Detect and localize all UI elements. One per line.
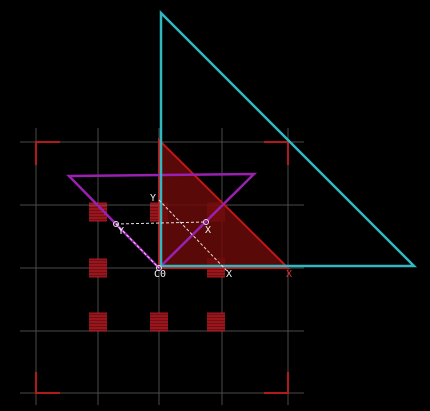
hatch-block <box>89 258 107 278</box>
y-axis-label-left: Y <box>118 226 124 237</box>
guide-horizontal <box>115 221 207 225</box>
y-axis-label: Y <box>150 193 156 204</box>
corner-bracket-top-right <box>264 141 289 165</box>
corner-brackets <box>35 141 289 394</box>
corner-bracket-top-left <box>35 141 60 165</box>
hatch-block <box>89 202 107 222</box>
origin-label: C0 <box>154 269 166 280</box>
guide-left-diagonal <box>115 223 160 269</box>
hatch-block <box>89 312 107 332</box>
x-axis-label: X <box>205 225 211 236</box>
x-axis-label-end: X <box>226 269 232 280</box>
marker-circle-left <box>113 221 119 227</box>
hatch-block <box>207 312 225 332</box>
marker-circle-origin <box>156 265 162 271</box>
marker-circle-right <box>203 219 209 225</box>
guide-right-diagonal <box>158 199 229 273</box>
corner-bracket-bottom-left <box>35 372 60 394</box>
cyan-triangle[interactable] <box>159 9 418 268</box>
construction-guides <box>115 199 229 273</box>
corner-bracket-bottom-right <box>264 372 289 394</box>
hatch-block <box>150 312 168 332</box>
x-axis-label-far: X <box>286 269 292 280</box>
guide-markers <box>113 219 209 271</box>
